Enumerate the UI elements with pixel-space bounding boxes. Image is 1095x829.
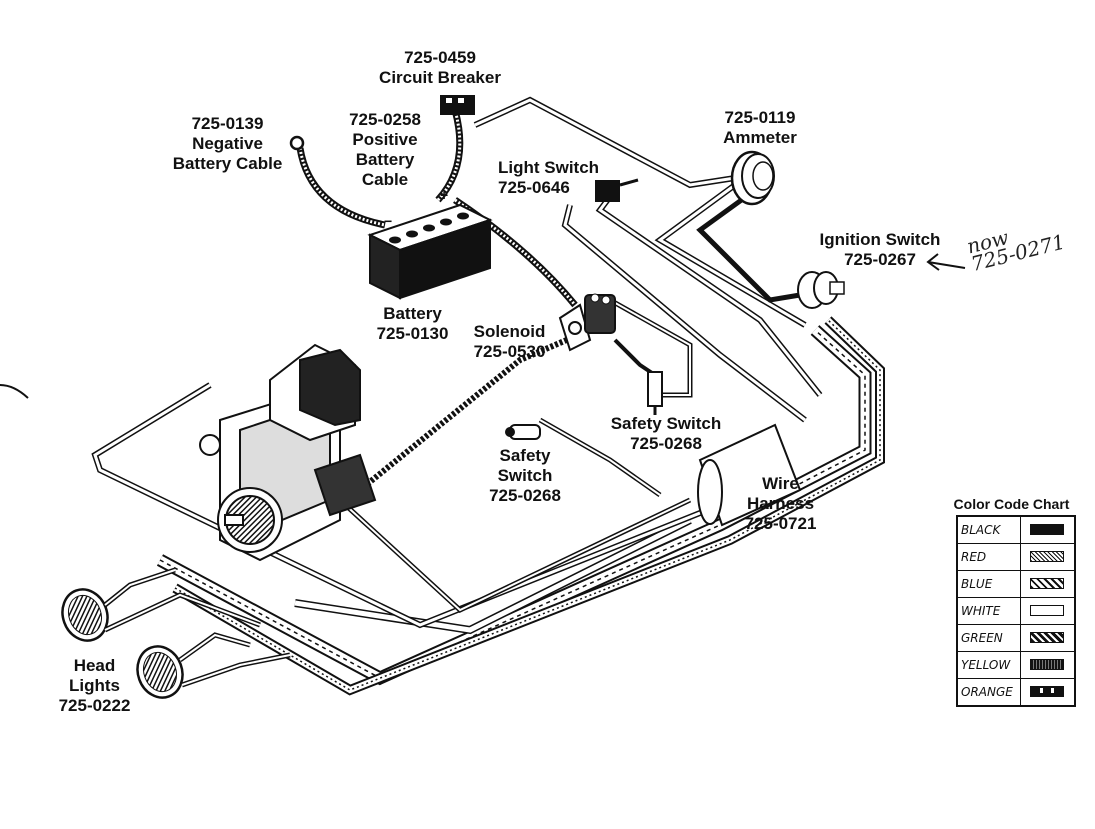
ammeter-part: 725-0119: [724, 108, 796, 127]
label-light-switch: Light Switch 725-0646: [498, 158, 628, 198]
legend-row-green: GREEN: [956, 624, 1076, 652]
battery-name: Battery: [383, 304, 442, 323]
battery-pos-symbol: +: [440, 187, 448, 203]
legend-swatch-cell: [1019, 651, 1076, 679]
safety-switch-left-name1: Safety: [499, 446, 551, 465]
orange-swatch: [1030, 686, 1065, 698]
head-light-lower: [136, 632, 291, 699]
legend-row-white: WHITE: [956, 597, 1076, 625]
legend-label-green: GREEN: [956, 624, 1021, 652]
ignition-switch-part: 725-0267: [844, 250, 916, 269]
legend-label-black: BLACK: [956, 515, 1021, 544]
circuit-breaker: [440, 95, 475, 115]
solenoid-to-safety-wire: [613, 338, 657, 377]
safety-switch-right-part: 725-0268: [630, 434, 702, 453]
engine: [199, 343, 377, 562]
label-safety-switch-right: Safety Switch 725-0268: [596, 414, 736, 454]
battery: [367, 203, 493, 300]
battery-neg-symbol: −: [384, 213, 392, 229]
harness-sleeve: [697, 423, 802, 527]
label-circuit-breaker: 725-0459 Circuit Breaker: [360, 48, 520, 88]
label-ignition-switch: Ignition Switch 725-0267: [800, 230, 960, 270]
positive-cable-name1: Positive: [352, 130, 418, 149]
safety-switch-left: [505, 424, 541, 440]
solenoid: [558, 293, 616, 352]
label-battery: Battery 725-0130: [360, 304, 465, 344]
positive-cable-part: 725-0258: [349, 110, 421, 129]
light-switch-name: Light Switch: [498, 158, 600, 177]
legend-table: BLACK RED BLUE WHITE GREEN YELLOW ORANGE: [956, 515, 1076, 707]
legend-swatch-cell: [1019, 515, 1076, 544]
battery-part: 725-0130: [376, 324, 449, 343]
safety-switch-right-name: Safety Switch: [610, 414, 722, 433]
solenoid-name: Solenoid: [473, 322, 546, 341]
wire-harness-part: 725-0721: [744, 514, 817, 533]
negative-cable-name1: Negative: [192, 134, 263, 153]
legend-swatch-cell: [1019, 624, 1076, 652]
white-swatch: [1030, 605, 1065, 617]
ammeter-name: Ammeter: [723, 128, 797, 147]
legend-title: Color Code Chart: [953, 496, 1070, 512]
engine-loop-wire: [91, 382, 722, 629]
label-positive-cable: 725-0258 Positive Battery Cable: [335, 110, 435, 190]
circuit-breaker-name: Circuit Breaker: [379, 68, 501, 87]
label-safety-switch-left: Safety Switch 725-0268: [475, 446, 575, 506]
blue-swatch: [1030, 578, 1065, 590]
negative-cable-part: 725-0139: [191, 114, 264, 133]
note-arrow: [926, 253, 966, 271]
black-swatch: [1030, 524, 1065, 536]
yellow-swatch: [1030, 659, 1065, 671]
color-code-legend: Color Code Chart BLACK RED BLUE WHITE GR…: [944, 496, 1079, 707]
light-switch: [595, 178, 639, 202]
circuit-breaker-part: 725-0459: [404, 48, 476, 67]
wire-harness-name1: Wire: [762, 474, 799, 493]
head-lights-name2: Lights: [69, 676, 120, 695]
positive-cable-name2: Battery: [355, 150, 415, 169]
safety-switch-left-name2: Switch: [497, 466, 553, 485]
solenoid-part: 725-0530: [473, 342, 546, 361]
head-lights-name1: Head: [73, 656, 116, 675]
label-solenoid: Solenoid 725-0530: [462, 322, 557, 362]
negative-cable-terminal: [289, 135, 305, 151]
negative-cable-name2: Battery Cable: [172, 154, 283, 173]
positive-cable-name3: Cable: [361, 170, 409, 189]
ammeter: [730, 150, 775, 206]
green-swatch: [1030, 632, 1065, 644]
safety-switch-left-part: 725-0268: [489, 486, 561, 505]
safety-switch-right: [647, 371, 663, 415]
label-negative-cable: 725-0139 Negative Battery Cable: [155, 114, 300, 174]
label-wire-harness: Wire Harness 725-0721: [728, 474, 833, 534]
label-head-lights: Head Lights 725-0222: [42, 656, 147, 716]
wire-harness-name2: Harness: [746, 494, 815, 513]
legend-swatch-cell: [1019, 597, 1076, 625]
legend-row-blue: BLUE: [956, 570, 1076, 598]
legend-label-white: WHITE: [956, 597, 1021, 625]
legend-label-blue: BLUE: [956, 570, 1021, 598]
legend-label-yellow: YELLOW: [956, 651, 1021, 679]
legend-swatch-cell: [1019, 678, 1076, 707]
legend-row-black: BLACK: [956, 515, 1076, 544]
scan-mark: [0, 384, 29, 399]
label-ammeter: 725-0119 Ammeter: [705, 108, 815, 148]
head-lights-part: 725-0222: [58, 696, 131, 715]
legend-swatch-cell: [1019, 570, 1076, 598]
legend-label-red: RED: [956, 543, 1021, 571]
red-swatch: [1030, 551, 1065, 563]
legend-row-yellow: YELLOW: [956, 651, 1076, 679]
legend-row-orange: ORANGE: [956, 678, 1076, 707]
ignition-switch-name: Ignition Switch: [819, 230, 941, 249]
ignition-switch: [797, 271, 845, 309]
legend-label-orange: ORANGE: [956, 678, 1021, 707]
light-switch-part: 725-0646: [498, 178, 570, 197]
legend-row-red: RED: [956, 543, 1076, 571]
legend-swatch-cell: [1019, 543, 1076, 571]
head-light-upper: [61, 567, 261, 642]
